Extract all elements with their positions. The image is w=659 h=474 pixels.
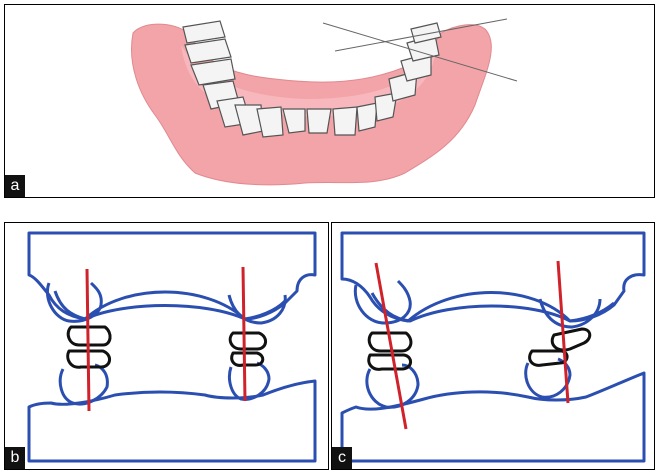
tooth (357, 103, 377, 131)
occlusion-diagram-c (332, 223, 654, 469)
panel-a-label: a (5, 175, 25, 197)
contact-right (530, 351, 567, 365)
panel-b: b (4, 222, 329, 470)
axis-line-left (87, 269, 89, 411)
contact-right (552, 329, 590, 350)
tooth (333, 107, 357, 135)
denture-illustration (5, 5, 654, 197)
contact-left (369, 355, 411, 369)
contact-right (232, 353, 263, 365)
panel-c: c (331, 222, 655, 470)
occlusion-diagram-b (5, 223, 328, 469)
panel-a: a (4, 4, 655, 198)
panel-b-label: b (5, 447, 25, 469)
lower-left-tooth (367, 365, 418, 407)
contact-right (230, 333, 265, 349)
tooth (307, 109, 331, 133)
axis-line-right (243, 267, 245, 401)
lower-arch-outline (29, 381, 315, 461)
lower-arch-outline (342, 373, 644, 461)
panel-c-label: c (332, 447, 352, 469)
